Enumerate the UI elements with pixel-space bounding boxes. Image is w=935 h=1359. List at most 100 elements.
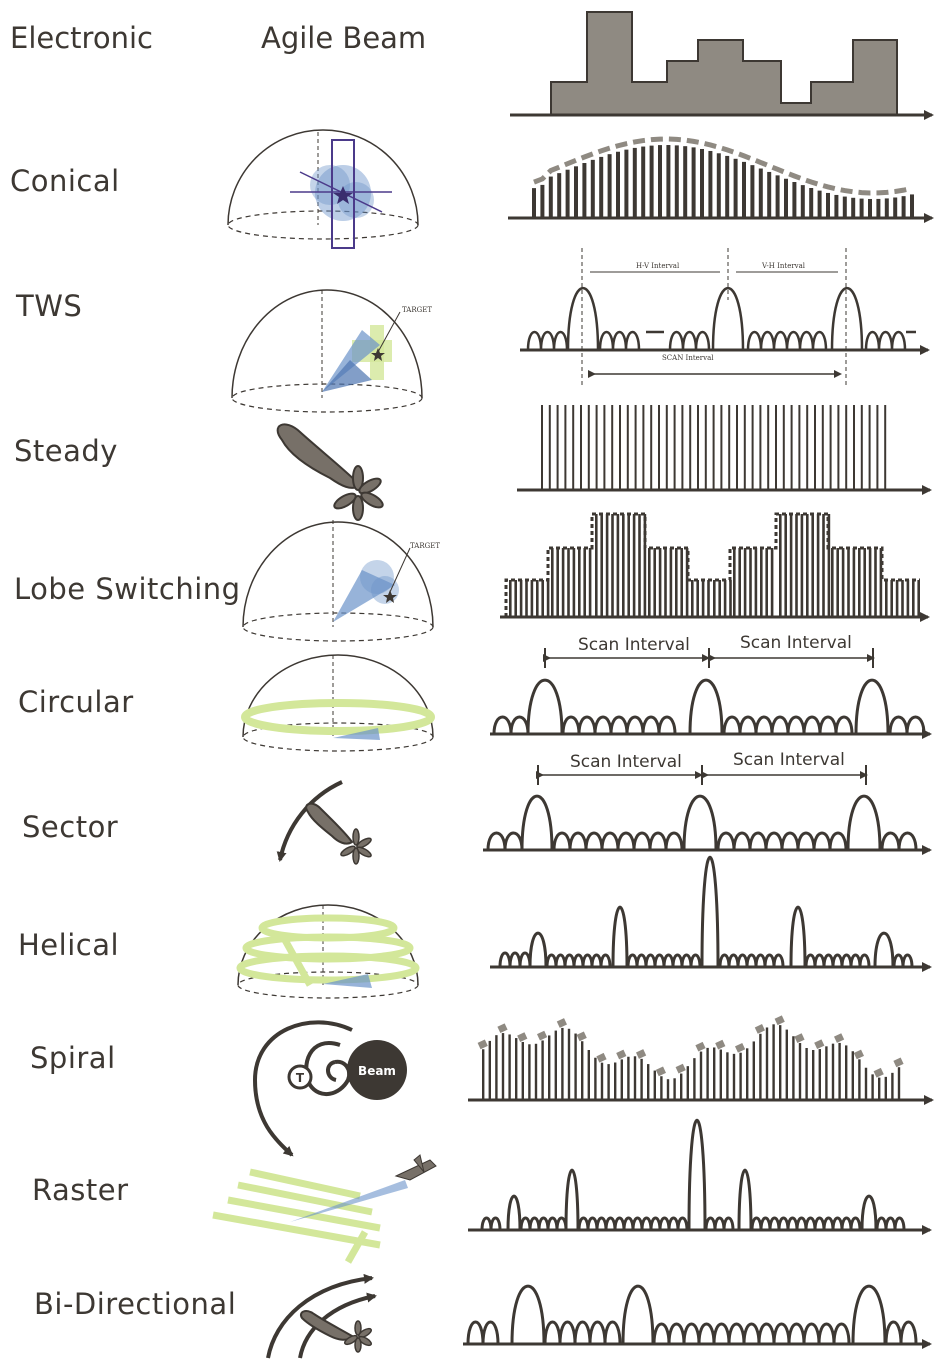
row-label-helical: Helical	[18, 928, 120, 962]
spiral-pulse	[534, 1043, 538, 1100]
spiral-pulse	[587, 1050, 590, 1100]
conical-pulse	[649, 145, 654, 218]
spiral-pulse	[792, 1036, 795, 1100]
lobe-pulse	[743, 548, 747, 617]
conical-waveform	[508, 136, 934, 223]
conical-pulse	[742, 161, 746, 218]
spiral-pulse	[627, 1056, 630, 1100]
spiral-pulse	[673, 1078, 676, 1100]
conical-pulse	[540, 184, 545, 218]
lobe-pulse	[806, 514, 809, 617]
circular-scan-interval-1: Scan Interval	[578, 635, 690, 655]
spiral-pulse-cap	[695, 1041, 706, 1052]
lobe-pulse	[852, 548, 856, 617]
lobe-pulse	[530, 580, 534, 617]
helical-dome-icon	[236, 904, 420, 999]
spiral-pulse	[561, 1027, 564, 1100]
sector-waveform: Scan Interval Scan Interval	[483, 750, 932, 855]
lobe-pulse	[770, 548, 774, 617]
conical-pulse	[725, 155, 730, 218]
conical-pulse	[767, 171, 772, 218]
lobe-pulse	[784, 514, 787, 617]
lobe-pulse	[653, 548, 656, 617]
spiral-pulse	[633, 1056, 637, 1100]
spiral-pulse	[567, 1028, 571, 1100]
row-label-bi-directional: Bi-Directional	[34, 1287, 237, 1321]
spiral-pulse	[640, 1058, 643, 1100]
lobe-pulse	[863, 548, 866, 617]
conical-dome-icon	[227, 129, 419, 249]
lobe-pulse	[546, 580, 550, 617]
lobe-pulse	[701, 580, 705, 617]
lobe-pulse	[779, 514, 782, 617]
lobe-pulse	[890, 580, 893, 617]
lobe-pulse	[754, 548, 758, 617]
lobe-pulse	[658, 548, 662, 617]
spiral-pulse	[666, 1079, 670, 1100]
lobe-switching-dome-icon: TARGET	[242, 520, 440, 642]
spiral-pulse-cap	[616, 1049, 627, 1060]
lobe-pulse	[795, 514, 798, 617]
lobe-pulse	[588, 548, 592, 617]
lobe-pulse	[831, 548, 834, 617]
spiral-pulse	[713, 1047, 716, 1100]
lobe-pulse	[836, 548, 839, 617]
lobe-pulse	[622, 514, 625, 617]
row-label-conical: Conical	[10, 164, 120, 198]
spiral-pulse	[521, 1041, 524, 1100]
spiral-pulse	[508, 1034, 511, 1100]
spiral-pulse	[660, 1076, 663, 1100]
lobe-pulse	[638, 514, 641, 617]
spiral-pulse	[693, 1058, 696, 1100]
spiral-pulse-cap	[497, 1023, 508, 1034]
spiral-pulse	[871, 1074, 874, 1100]
conical-pulse	[775, 175, 780, 218]
lobe-pulse	[749, 548, 752, 617]
spiral-pulse	[891, 1072, 894, 1100]
conical-pulse	[733, 158, 738, 218]
sector-scan-icon	[276, 780, 372, 865]
lobe-pulse	[680, 548, 683, 617]
lobe-pulse	[847, 548, 850, 617]
spiral-waveform	[468, 1015, 934, 1105]
conical-pulse	[800, 185, 805, 218]
row-label-sector: Sector	[22, 810, 119, 844]
lobe-pulse	[760, 548, 763, 617]
conical-pulse	[809, 187, 814, 218]
lobe-pulse	[879, 548, 883, 617]
lobe-pulse	[816, 514, 820, 617]
conical-pulse	[901, 196, 906, 218]
lobe-pulse	[627, 514, 630, 617]
lobe-pulse	[669, 548, 673, 617]
raster-waveform	[468, 1118, 932, 1235]
lobe-pulse	[912, 580, 915, 617]
lobe-pulse	[901, 580, 904, 617]
spiral-pulse	[653, 1070, 656, 1100]
conical-pulse	[708, 150, 713, 218]
spiral-pulse	[864, 1067, 868, 1100]
row-label-lobe-switching: Lobe Switching	[14, 572, 241, 606]
lobe-pulse	[733, 548, 736, 617]
lobe-pulse	[567, 548, 570, 617]
conical-pulse	[716, 153, 721, 218]
lobe-pulse	[895, 580, 899, 617]
spiral-pulse	[845, 1045, 848, 1100]
spiral-pulse	[732, 1053, 736, 1100]
spiral-pulse-cap	[873, 1067, 884, 1078]
lobe-pulse	[632, 514, 636, 617]
spiral-pulse	[680, 1073, 683, 1100]
spiral-pulse	[594, 1057, 597, 1100]
bi-directional-scan-icon	[266, 1273, 377, 1359]
spiral-pulse	[746, 1048, 749, 1100]
conical-pulse	[750, 165, 755, 218]
spiral-pulse	[759, 1033, 762, 1100]
conical-pulse	[582, 163, 587, 218]
spiral-pulse	[772, 1024, 775, 1100]
spiral-pulse	[719, 1049, 722, 1100]
spiral-pulse-cap	[576, 1031, 587, 1042]
conical-pulse	[758, 168, 763, 218]
spiral-pulse-cap	[517, 1032, 528, 1042]
spiral-scan-icon: T Beam	[252, 1020, 407, 1157]
lobe-pulse	[643, 514, 647, 617]
conical-pulse	[700, 148, 704, 218]
